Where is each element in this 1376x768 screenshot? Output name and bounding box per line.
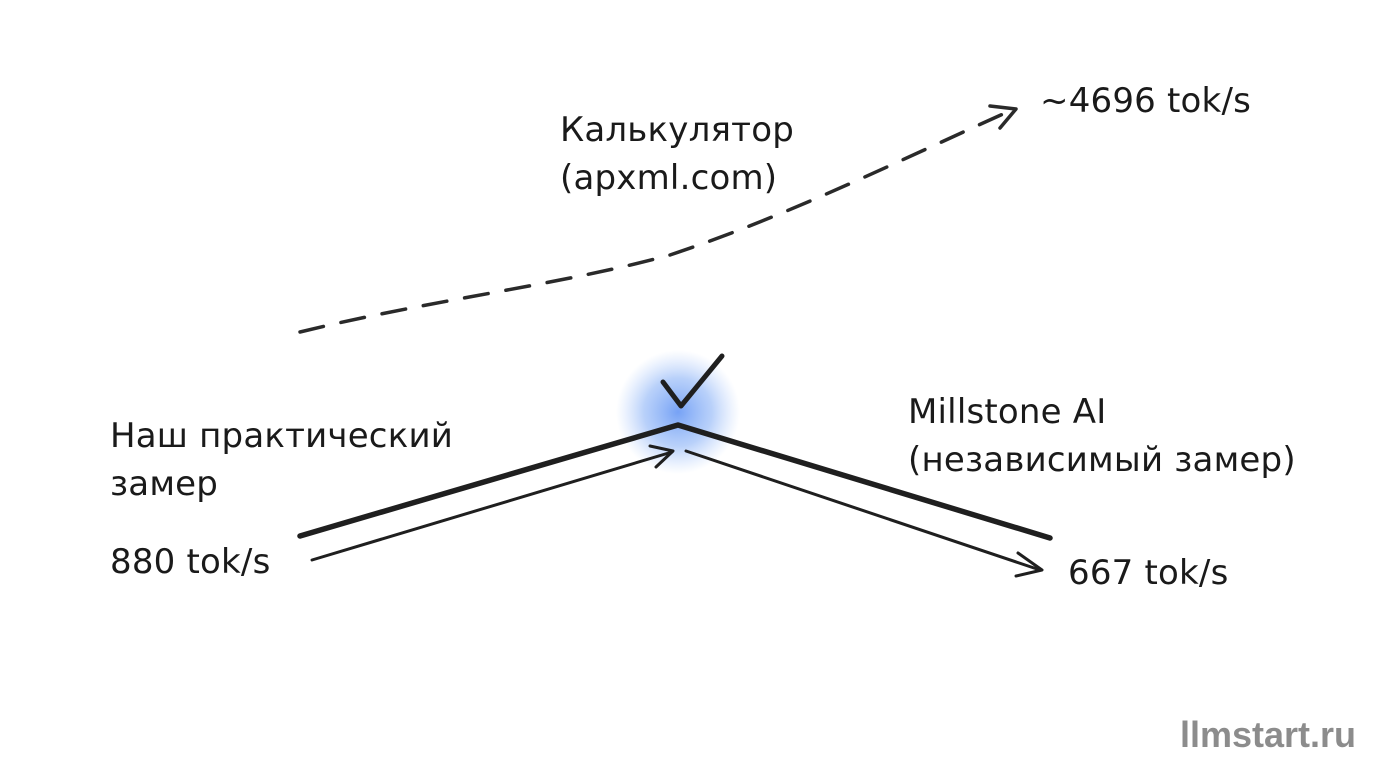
millstone-label-line2: (независимый замер) <box>908 440 1296 480</box>
millstone-value: 667 tok/s <box>1068 553 1229 593</box>
practical-label: Наш практический замер <box>110 412 453 508</box>
practical-label-line1: Наш практический <box>110 416 454 456</box>
ridge-line <box>297 422 1053 541</box>
calculator-label-line2: (apxml.com) <box>560 158 778 198</box>
dashed-estimate-line <box>298 108 1014 334</box>
calculator-label-line1: Калькулятор <box>560 110 794 150</box>
arrowhead-icon <box>648 444 675 469</box>
watermark: llmstart.ru <box>1179 714 1356 755</box>
arrowhead-icon <box>988 104 1018 130</box>
calculator-label: Калькулятор (apxml.com) <box>560 106 794 202</box>
arrowhead-icon <box>1014 551 1044 578</box>
millstone-label: Millstone AI (независимый замер) <box>908 388 1296 484</box>
calculator-value: ~4696 tok/s <box>1040 81 1252 121</box>
millstone-arrow-line <box>684 449 1042 572</box>
practical-arrow-line <box>310 450 674 562</box>
practical-value: 880 tok/s <box>110 542 271 582</box>
practical-label-line2: замер <box>110 464 219 504</box>
highlight-glow <box>616 350 740 474</box>
millstone-label-line1: Millstone AI <box>908 392 1107 432</box>
checkmark-icon <box>660 353 725 409</box>
